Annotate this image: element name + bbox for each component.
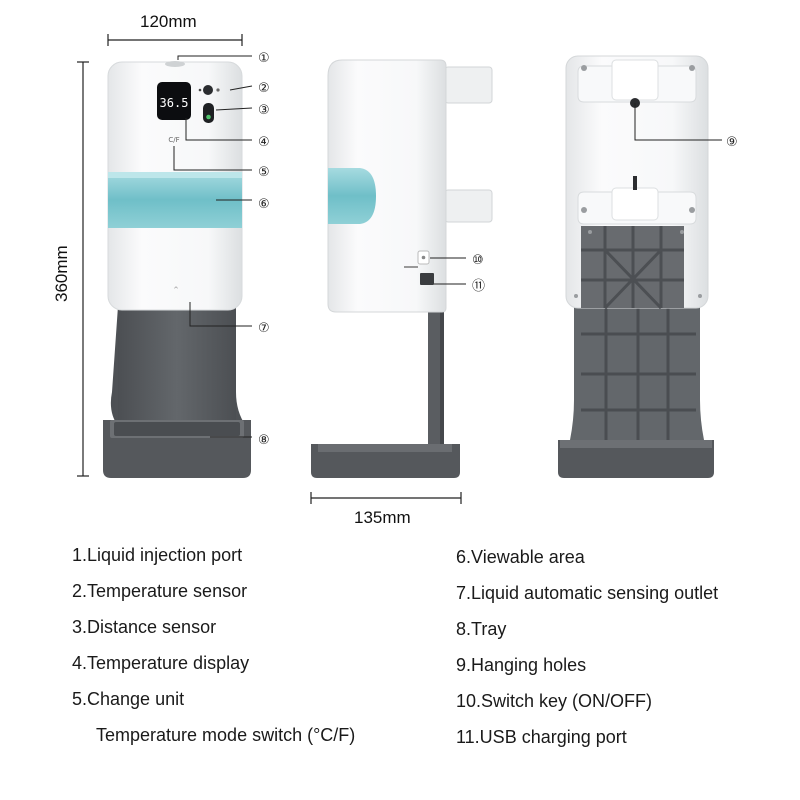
hanging-hole-bottom: [633, 176, 637, 190]
back-tray: [558, 440, 714, 478]
distance-sensor: [203, 103, 214, 123]
callout-10: ⑩: [472, 253, 484, 268]
height-label: 360mm: [52, 245, 71, 302]
callout-9: ⑨: [726, 135, 738, 150]
callout-8: ⑧: [258, 433, 270, 448]
front-stand-column: [118, 306, 236, 436]
callout-7: ⑦: [258, 321, 270, 336]
legend-item-11: 11.USB charging port: [456, 727, 627, 747]
usb-charging-port: [420, 273, 434, 285]
side-view: [311, 59, 493, 478]
callout-6: ⑥: [258, 197, 270, 212]
change-unit-button: C/F: [168, 136, 179, 144]
legend-item-4: 4.Temperature display: [72, 653, 250, 673]
side-viewable-area: [328, 168, 376, 224]
width-label: 120mm: [140, 12, 197, 31]
callout-11: ⑪: [472, 279, 485, 294]
legend-item-1: 1.Liquid injection port: [72, 545, 243, 565]
callout-5: ⑤: [258, 165, 270, 180]
legend-item-6: 6.Viewable area: [456, 547, 585, 567]
legend-item-10: 10.Switch key (ON/OFF): [456, 691, 653, 711]
legend-item-7: 7.Liquid automatic sensing outlet: [456, 583, 719, 603]
depth-dimension-line: [310, 492, 462, 504]
legend-item-8: 8.Tray: [456, 619, 507, 639]
callout-1: ①: [258, 51, 270, 66]
front-view: 36.5 C/F ⌃: [103, 61, 251, 478]
outlet-symbol: ⌃: [172, 286, 180, 296]
leader-lines: [173, 55, 722, 438]
width-dimension-line: [107, 34, 243, 46]
side-body: [327, 59, 447, 313]
legend-item-5: 5.Change unit: [72, 689, 185, 709]
depth-label: 135mm: [354, 508, 411, 527]
legend-item-5-detail: Temperature mode switch (°C/F): [96, 725, 356, 745]
callout-4: ④: [258, 135, 270, 150]
legend-item-3: 3.Distance sensor: [72, 617, 217, 637]
side-tray: [311, 444, 460, 478]
legend-item-2: 2.Temperature sensor: [72, 581, 248, 601]
callout-3: ③: [258, 103, 270, 118]
temperature-display-reading: 36.5: [160, 96, 189, 110]
callout-2: ②: [258, 81, 270, 96]
height-dimension-line: [77, 61, 89, 477]
legend-item-9: 9.Hanging holes: [456, 655, 587, 675]
temperature-display: [157, 82, 191, 120]
side-stand-pole: [428, 308, 443, 453]
back-view: [558, 55, 714, 478]
temperature-sensor: [203, 85, 213, 95]
